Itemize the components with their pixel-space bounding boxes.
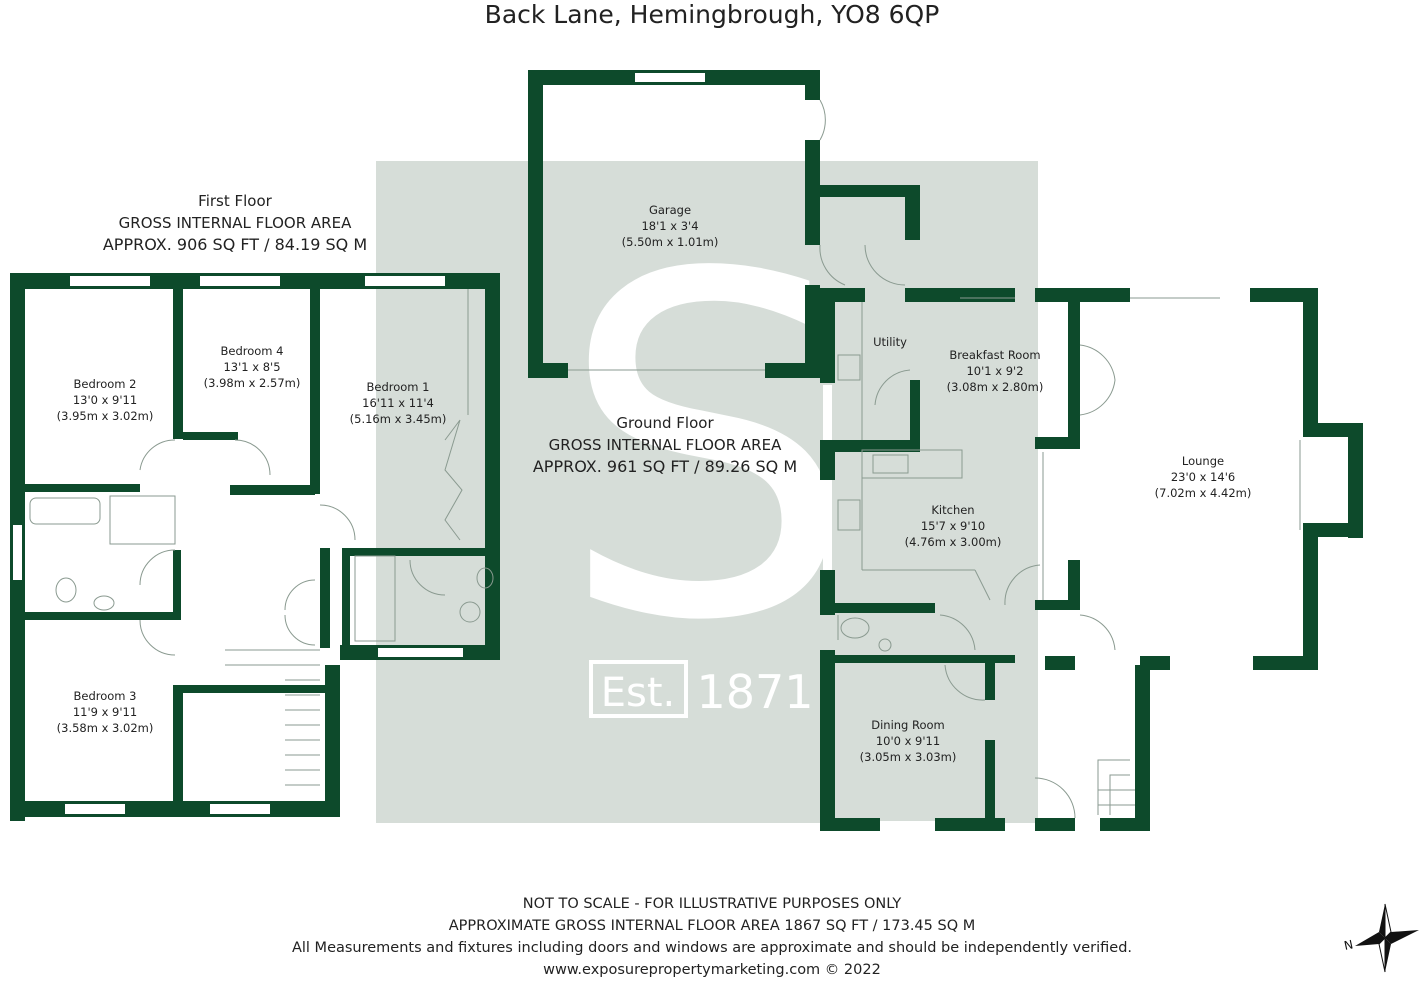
room-name: Bedroom 1	[366, 380, 430, 394]
ground-floor-gia-label: GROSS INTERNAL FLOOR AREA	[548, 436, 782, 454]
room-name: Kitchen	[931, 503, 975, 517]
room-name: Breakfast Room	[949, 348, 1041, 362]
room-imperial: 13'1 x 8'5	[223, 360, 281, 374]
room-imperial: 16'11 x 11'4	[362, 396, 434, 410]
room-bedroom-2: Bedroom 2 13'0 x 9'11 (3.95m x 3.02m)	[45, 376, 165, 424]
room-garage: Garage 18'1 x 3'4 (5.50m x 1.01m)	[610, 202, 730, 250]
room-name: Garage	[648, 203, 692, 217]
room-imperial: 10'1 x 9'2	[966, 364, 1024, 378]
room-name: Lounge	[1181, 454, 1225, 468]
ground-floor-fixtures	[568, 99, 1301, 819]
room-name: Utility	[873, 335, 907, 349]
room-metric: (7.02m x 4.42m)	[1154, 486, 1252, 500]
room-metric: (3.98m x 2.57m)	[203, 376, 301, 390]
room-imperial: 18'1 x 3'4	[641, 219, 699, 233]
first-floor-walls	[10, 273, 500, 821]
room-dining: Dining Room 10'0 x 9'11 (3.05m x 3.03m)	[848, 717, 968, 765]
room-metric: (5.16m x 3.45m)	[349, 412, 447, 426]
room-imperial: 11'9 x 9'11	[72, 705, 138, 719]
room-kitchen: Kitchen 15'7 x 9'10 (4.76m x 3.00m)	[893, 502, 1013, 550]
room-breakfast: Breakfast Room 10'1 x 9'2 (3.08m x 2.80m…	[935, 347, 1055, 395]
room-metric: (3.08m x 2.80m)	[946, 380, 1044, 394]
first-floor-area-block: First Floor GROSS INTERNAL FLOOR AREA AP…	[100, 190, 370, 256]
room-name: Bedroom 2	[73, 377, 137, 391]
room-metric: (4.76m x 3.00m)	[904, 535, 1002, 549]
room-imperial: 10'0 x 9'11	[875, 734, 941, 748]
room-metric: (3.58m x 3.02m)	[56, 721, 154, 735]
watermark-est: Est.	[601, 670, 676, 716]
room-name: Bedroom 3	[73, 689, 137, 703]
footer-line-website: www.exposurepropertymarketing.com © 2022	[543, 962, 881, 978]
room-bedroom-3: Bedroom 3 11'9 x 9'11 (3.58m x 3.02m)	[45, 688, 165, 736]
first-floor-gia-label: GROSS INTERNAL FLOOR AREA	[118, 214, 352, 232]
room-lounge: Lounge 23'0 x 14'6 (7.02m x 4.42m)	[1143, 453, 1263, 501]
watermark-year: 1871	[696, 665, 813, 719]
ground-floor-name: Ground Floor	[616, 414, 714, 432]
room-imperial: 23'0 x 14'6	[1170, 470, 1236, 484]
footer-disclaimer: NOT TO SCALE - FOR ILLUSTRATIVE PURPOSES…	[0, 893, 1424, 981]
footer-line-total-area: APPROXIMATE GROSS INTERNAL FLOOR AREA 18…	[448, 918, 976, 934]
page-title: Back Lane, Hemingbrough, YO8 6QP	[484, 0, 940, 29]
room-name: Bedroom 4	[220, 344, 284, 358]
footer-line-measurements: All Measurements and fixtures including …	[291, 940, 1133, 956]
compass-north-label: N	[1343, 937, 1355, 953]
compass-icon: N	[1343, 903, 1419, 973]
watermark-est-box	[589, 660, 688, 718]
first-floor-fixtures	[29, 289, 494, 786]
room-name: Dining Room	[871, 718, 945, 732]
ground-floor-approx: APPROX. 961 SQ FT / 89.26 SQ M	[532, 457, 798, 476]
watermark-logo: S	[558, 176, 856, 723]
room-bedroom-4: Bedroom 4 13'1 x 8'5 (3.98m x 2.57m)	[192, 343, 312, 391]
room-metric: (5.50m x 1.01m)	[621, 235, 719, 249]
room-metric: (3.05m x 3.03m)	[859, 750, 957, 764]
ground-floor-area-block: Ground Floor GROSS INTERNAL FLOOR AREA A…	[525, 412, 805, 478]
room-utility: Utility	[860, 334, 920, 350]
room-bedroom-1: Bedroom 1 16'11 x 11'4 (5.16m x 3.45m)	[338, 379, 458, 427]
room-metric: (3.95m x 3.02m)	[56, 409, 154, 423]
footer-line-scale: NOT TO SCALE - FOR ILLUSTRATIVE PURPOSES…	[522, 896, 902, 912]
room-imperial: 15'7 x 9'10	[920, 519, 986, 533]
room-imperial: 13'0 x 9'11	[72, 393, 138, 407]
ground-floor-walls	[528, 70, 1363, 831]
first-floor-name: First Floor	[198, 192, 272, 210]
first-floor-approx: APPROX. 906 SQ FT / 84.19 SQ M	[102, 235, 368, 254]
